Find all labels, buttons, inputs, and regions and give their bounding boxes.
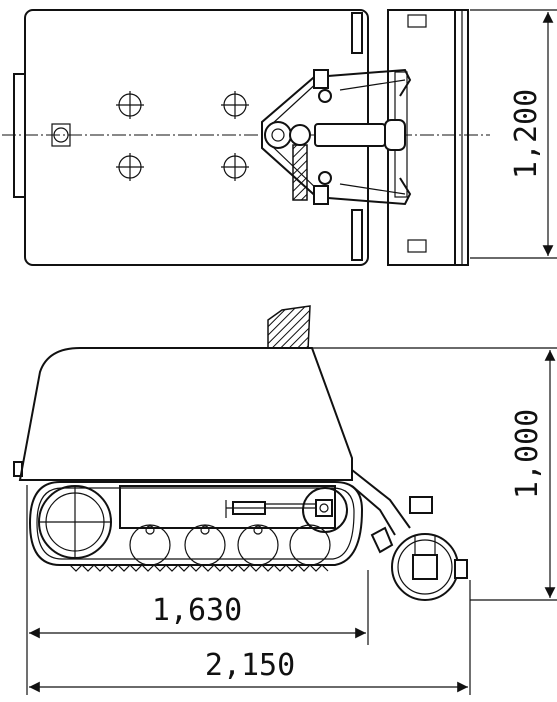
crawler-track (28, 481, 364, 572)
bolt-hole (116, 91, 144, 119)
side-view (13, 305, 468, 601)
width-label: 1,200 (509, 89, 544, 179)
track-length-label: 1,630 (152, 593, 242, 628)
rear-lip (13, 461, 23, 477)
overall-length-label: 2,150 (205, 648, 295, 683)
dimension-overall-length: 2,150 (28, 580, 471, 695)
road-wheel (184, 524, 226, 566)
hitch-frame (261, 68, 412, 206)
idler-wheel (302, 487, 348, 533)
rear-hub (51, 123, 71, 147)
bottom-tab (351, 209, 363, 261)
side-frame-plate (119, 485, 336, 529)
dimension-width: 1,200 (470, 9, 557, 259)
road-wheel (129, 524, 171, 566)
exhaust-stack-hatched (267, 305, 311, 351)
hydraulic-cylinder (225, 499, 333, 518)
hydraulic-cylinder-hatched (292, 144, 308, 201)
height-label: 1,000 (510, 409, 545, 499)
top-tab (351, 12, 363, 54)
top-view (2, 9, 490, 266)
bolt-hole (116, 153, 144, 181)
dimension-height: 1,000 (312, 347, 557, 601)
vehicle-hood (18, 347, 353, 481)
dimension-track-length: 1,630 (26, 485, 369, 695)
bolt-hole (221, 153, 249, 181)
road-wheel (237, 524, 279, 566)
bolt-hole (221, 91, 249, 119)
blade-linkage (351, 469, 433, 554)
front-roller (391, 533, 468, 601)
